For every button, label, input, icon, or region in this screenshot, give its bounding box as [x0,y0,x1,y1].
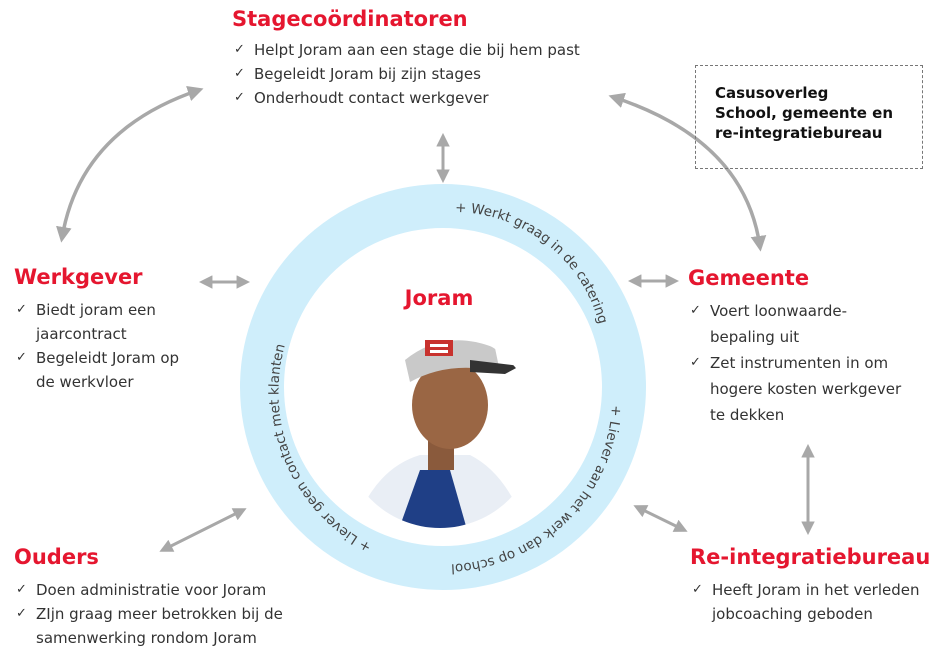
check-icon: ✓ [692,582,703,597]
ouders-title: Ouders [14,545,99,569]
list-item: ✓Helpt Joram aan een stage die bij hem p… [232,38,652,62]
arrow-werkgever-stage [56,86,204,243]
list-item: ✓Doen administratie voor Joram [14,578,334,602]
casusoverleg-box: Casusoverleg School, gemeente en re-inte… [695,65,923,169]
check-icon: ✓ [16,606,27,621]
casus-line: re-integratiebureau [715,124,883,142]
list-item: ✓Begeleidt Joram bij zijn stages [232,62,652,86]
reintegratie-title: Re-integratiebureau [690,545,931,569]
check-icon: ✓ [16,302,27,317]
stagecoordinatoren-title: Stagecoördinatoren [232,7,468,31]
arrow-reintegratie-joram [633,505,688,532]
ouders-list: ✓Doen administratie voor Joram ✓ZIjn gra… [14,578,334,650]
casus-line: School, gemeente en [715,104,894,122]
check-icon: ✓ [16,350,27,365]
werkgever-title: Werkgever [14,265,143,289]
arrow-ouders-joram [159,508,247,552]
gemeente-list: ✓Voert loonwaarde-bepaling uit ✓Zet inst… [688,298,938,428]
joram-name: Joram [404,286,474,310]
gemeente-title: Gemeente [688,266,810,290]
joram-photo [342,332,538,528]
check-icon: ✓ [234,42,245,57]
list-item: ✓Voert loonwaarde-bepaling uit [688,298,938,350]
check-icon: ✓ [234,66,245,81]
arrow-stage-gemeente [608,92,767,252]
stagecoordinatoren-list: ✓Helpt Joram aan een stage die bij hem p… [232,38,652,110]
check-icon: ✓ [16,582,27,597]
joram-ring [240,184,646,590]
list-item: ✓Onderhoudt contact werkgever [232,86,652,110]
check-icon: ✓ [234,90,245,105]
check-icon: ✓ [690,355,701,370]
check-icon: ✓ [690,303,701,318]
casus-line: Casusoverleg [715,84,829,102]
